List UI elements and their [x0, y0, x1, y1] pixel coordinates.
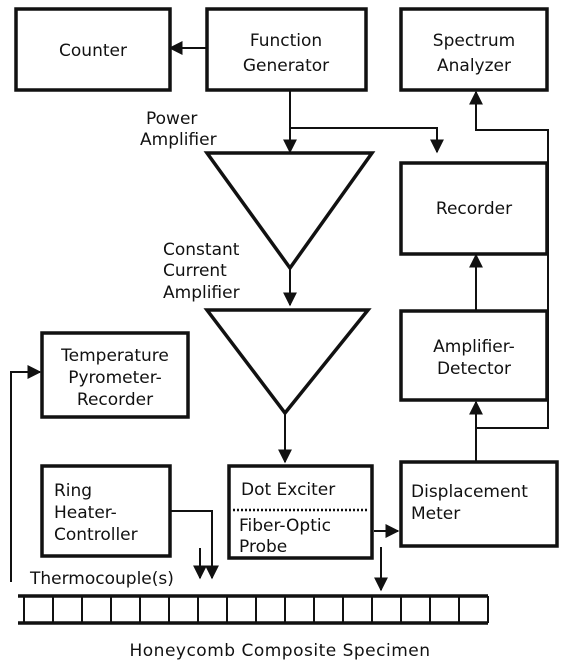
fiber-optic-probe-label-2: Probe: [239, 537, 287, 557]
recorder-block: [399, 161, 549, 256]
amplifier-detector-label-2: Detector: [437, 359, 511, 379]
ring-heater-block: [40, 464, 172, 558]
temperature-recorder-label: Temperature: [60, 346, 169, 366]
ring-heater-label: Ring: [54, 481, 92, 501]
constant-current-amplifier-label: Constant: [163, 240, 240, 260]
temperature-recorder-block: [40, 331, 190, 419]
honeycomb-specimen: [18, 594, 489, 625]
displacement-meter-block: [399, 460, 559, 548]
heater-lead-line: [170, 510, 219, 580]
amplifier-detector-block: [399, 309, 549, 402]
constant-current-amplifier-label-2: Current: [163, 261, 227, 281]
temperature-recorder-label-2: Pyrometer-: [68, 368, 162, 388]
temperature-recorder-label-3: Recorder: [77, 390, 153, 410]
counter-label: Counter: [59, 41, 127, 61]
power-amplifier-triangle: [203, 151, 376, 272]
connections: [10, 41, 549, 592]
ring-heater-label-3: Controller: [54, 525, 138, 545]
exciter-probe-block: [227, 464, 374, 560]
displacement-meter-label: Displacement: [411, 482, 528, 502]
counter-block: [14, 7, 172, 92]
thermocouples-label: Thermocouple(s): [29, 569, 174, 589]
generator-to-recorder-arrow: [290, 127, 444, 154]
specimen-caption: Honeycomb Composite Specimen: [129, 641, 430, 661]
power-amplifier-label: Power: [146, 109, 197, 129]
power-amplifier-label-2: Amplifier: [140, 130, 217, 150]
constant-current-amplifier-label-3: Amplifier: [163, 283, 240, 303]
displacement-to-analyzer-arrow: [469, 90, 549, 429]
spectrum-analyzer-label-2: Analyzer: [437, 56, 511, 76]
constant-current-amplifier-triangle: [203, 308, 372, 416]
displacement-meter-label-2: Meter: [411, 504, 460, 524]
recorder-label: Recorder: [436, 199, 512, 219]
spectrum-analyzer-label: Spectrum: [433, 31, 515, 51]
amplifier-detector-label: Amplifier-: [433, 337, 515, 357]
function-generator-block: [205, 7, 368, 92]
spectrum-analyzer-block: [399, 7, 549, 92]
dot-exciter-label: Dot Exciter: [241, 480, 335, 500]
function-generator-label-2: Generator: [243, 56, 329, 76]
thermocouple-line: [10, 365, 42, 582]
ring-heater-label-2: Heater-: [54, 503, 117, 523]
honeycomb-cells: [23, 596, 489, 623]
function-generator-label: Function: [250, 31, 322, 51]
fiber-optic-probe-label: Fiber-Optic: [239, 516, 331, 536]
